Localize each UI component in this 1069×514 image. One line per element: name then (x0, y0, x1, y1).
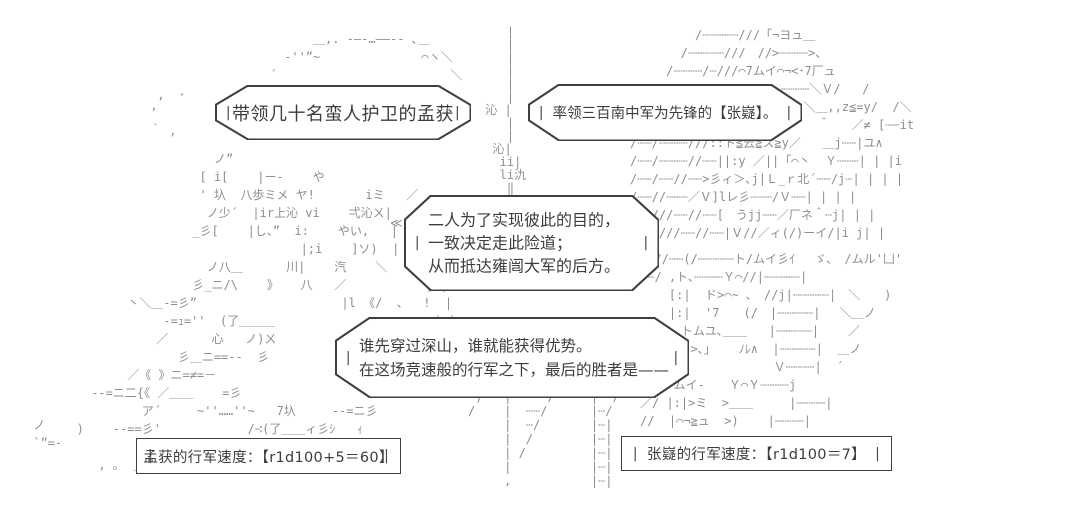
speech-bubble-menghuo-intro: | 带领几十名蛮人护卫的孟获 | (215, 85, 471, 140)
bubble-background (337, 319, 688, 397)
right-figure-upper: /┄┄┄┄┄///「¬ヨュ＿ /┄┄┄┄┄/// //>┄┄┄┄>､ /┄┄┄┄… (630, 28, 915, 240)
roll-result-text: 孟获的行军速度：【r1d100+5＝60】 (143, 449, 394, 466)
bubble-text: 谁先穿过深山，谁就能获得优势。在这场竞速般的行军之下，最后的胜者是—— (359, 336, 670, 379)
bubble-edge-tick: | (537, 104, 546, 121)
roll-result-box-zhangni: | 张嶷的行军速度：【r1d100＝7】 | (621, 436, 892, 471)
left-cheek: , ･ ’ ｀ , (150, 88, 185, 138)
roll-result-box-menghuo: | 孟获的行军速度：【r1d100+5＝60】 | (136, 438, 401, 474)
bubble-edge-tick: | (413, 235, 422, 251)
bubble-text: 二人为了实现彼此的目的，一致决定走此险道；从而抵达雍闿大军的后方。 (428, 210, 621, 276)
speech-bubble-narration-plan: | 二人为了实现彼此的目的，一致决定走此险道；从而抵达雍闿大军的后方。 | (404, 195, 659, 291)
bubble-text: 带领几十名蛮人护卫的孟获 (232, 103, 454, 125)
left-head-top: ＿,. -―-…――-- ､＿ ‐''”~ ⌒ヽ＼ ´ ＼ (269, 32, 463, 82)
bubble-edge-tick: | (641, 235, 650, 251)
center-divider: | | | | | | 沁 | | | 沁| ii| li氿 ‖ | (485, 25, 527, 208)
bubble-background (406, 197, 658, 290)
bubble-edge-tick: | (671, 349, 680, 366)
roll-result-text: 张嶷的行军速度：【r1d100＝7】 (647, 447, 866, 463)
left-far-edge: ノ `”=- (33, 418, 63, 450)
bottom-center-hatch: ) | ┄┄┄/ |┄┄/ / | ┄┄/ |┄/ | ┄/ |┄| | / |… (468, 390, 620, 488)
box-edge-tick: | (631, 445, 640, 462)
bubble-edge-tick: | (344, 349, 353, 366)
right-figure-lower: ┄///┄┄(/┄┄┄┄┄ト/ムイ彡ｲ ゞ､ /ムル'凵' ┄┄/ ,ト､┄┄┄… (640, 252, 903, 428)
bubble3-left-tick-mark: ≪ (390, 216, 403, 230)
speech-bubble-narration-race: | 谁先穿过深山，谁就能获得优势。在这场竞速般的行军之下，最后的胜者是—— | (335, 317, 689, 398)
box-edge-tick: | (146, 448, 155, 464)
left-figure: ノ” [ i[ |ー- や ' 圦 八歩ミメ ヤ! iミ ／ ノ少´ |ir上沁… (76, 152, 465, 472)
box-edge-tick: | (873, 445, 882, 462)
bubble-edge-tick: | (224, 104, 233, 121)
bubble-text: 率领三百南中军为先锋的【张嶷】。 (552, 106, 778, 122)
bubble-edge-tick: | (453, 104, 462, 121)
box-edge-tick: | (382, 448, 391, 464)
bubble-edge-tick: | (784, 104, 793, 121)
speech-bubble-zhangni-intro: | 率领三百南中军为先锋的【张嶷】。 | (528, 84, 802, 141)
bubble-background (217, 87, 470, 139)
bubble-background (530, 86, 801, 140)
